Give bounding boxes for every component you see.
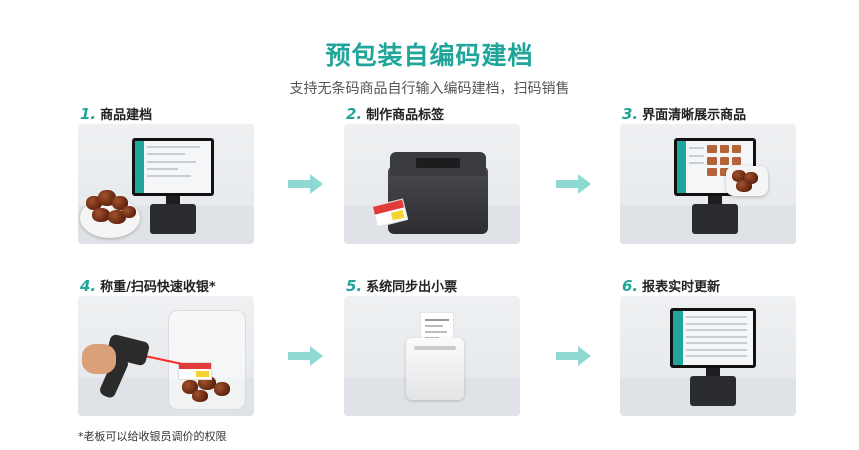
food-item (92, 208, 110, 222)
price-label (178, 362, 212, 380)
pos-stand (706, 368, 720, 378)
pos-stand (166, 196, 180, 206)
printer-window (416, 158, 460, 168)
step-1-label: 1.商品建档 (80, 104, 152, 123)
page-subtitle: 支持无条码商品自行输入编码建档，扫码销售 (289, 81, 570, 97)
pos-base (690, 376, 736, 406)
step-2-label: 2.制作商品标签 (346, 104, 444, 123)
footnote: *老板可以给收银员调价的权限 (78, 430, 227, 443)
step-2-text: 制作商品标签 (366, 108, 445, 123)
step-1-text: 商品建档 (100, 108, 153, 123)
food-item (736, 180, 752, 192)
step-3-label: 3.界面清晰展示商品 (622, 104, 746, 123)
step-5-image (344, 296, 520, 416)
step-3-text: 界面清晰展示商品 (642, 108, 747, 123)
pos-base (692, 204, 738, 234)
step-2-number: 2. (346, 105, 363, 123)
step-4-image (78, 296, 254, 416)
arrow-right-icon (556, 346, 591, 366)
arrow-right-icon (556, 174, 591, 194)
step-6-text: 报表实时更新 (642, 280, 721, 295)
page-title: 预包装自编码建档 (325, 41, 534, 70)
step-4-label: 4.称重/扫码快速收银* (80, 276, 216, 295)
step-5-label: 5.系统同步出小票 (346, 276, 457, 295)
food-item (108, 210, 126, 224)
pos-stand (708, 196, 722, 206)
step-1-number: 1. (80, 105, 97, 123)
step-3-image (620, 124, 796, 244)
pos-terminal-screen (132, 138, 214, 196)
step-6-image (620, 296, 796, 416)
food-item (98, 190, 116, 206)
step-6-label: 6.报表实时更新 (622, 276, 720, 295)
step-5-number: 5. (346, 277, 363, 295)
arrow-right-icon (288, 346, 323, 366)
label-printer (388, 166, 488, 234)
food-item (192, 390, 208, 402)
hand (82, 344, 116, 374)
food-item (122, 206, 136, 218)
step-3-number: 3. (622, 105, 639, 123)
step-2-image (344, 124, 520, 244)
receipt-slot (414, 346, 456, 350)
step-4-number: 4. (80, 277, 97, 295)
pos-base (150, 204, 196, 234)
arrow-right-icon (288, 174, 323, 194)
step-1-image (78, 124, 254, 244)
food-item (214, 382, 230, 396)
pos-terminal-screen (670, 308, 756, 368)
food-item (732, 170, 746, 182)
step-4-text: 称重/扫码快速收银* (100, 280, 216, 295)
step-6-number: 6. (622, 277, 639, 295)
step-5-text: 系统同步出小票 (366, 280, 458, 295)
